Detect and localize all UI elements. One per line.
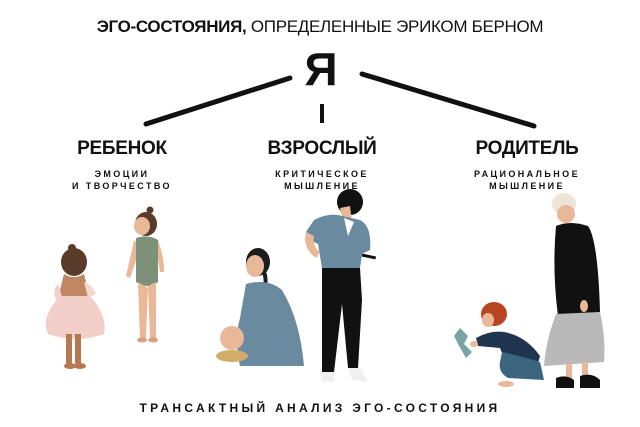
state-adult-title: ВЗРОСЛЫЙ <box>267 138 377 159</box>
connector-right <box>359 71 537 129</box>
swimsuit-girl-illustration <box>126 206 164 343</box>
title-bold: ЭГО-СОСТОЯНИЯ, <box>96 17 247 36</box>
state-child: РЕБЕНОК ЭМОЦИИ И ТВОРЧЕСТВО <box>48 138 196 192</box>
seated-woman-illustration <box>216 248 304 366</box>
state-parent-desc: РАЦИОНАЛЬНОЕ МЫШЛЕНИЕ <box>474 169 580 191</box>
title-regular: ОПРЕДЕЛЕННЫЕ ЭРИКОМ БЕРНОМ <box>250 17 544 36</box>
state-child-desc: ЭМОЦИИ И ТВОРЧЕСТВО <box>72 169 172 191</box>
page-title: ЭГО-СОСТОЯНИЯ, ОПРЕДЕЛЕННЫЕ ЭРИКОМ БЕРНО… <box>0 17 640 37</box>
state-adult-desc: КРИТИЧЕСКОЕ МЫШЛЕНИЕ <box>275 169 369 191</box>
footer-caption: ТРАНСАКТНЫЙ АНАЛИЗ ЭГО-СОСТОЯНИЯ <box>139 401 501 415</box>
state-adult: ВЗРОСЛЫЙ КРИТИЧЕСКОЕ МЫШЛЕНИЕ <box>248 138 396 192</box>
state-parent: РОДИТЕЛЬ РАЦИОНАЛЬНОЕ МЫШЛЕНИЕ <box>453 138 601 192</box>
ballerina-girl-illustration <box>45 244 105 369</box>
state-parent-title: РОДИТЕЛЬ <box>475 138 579 159</box>
self-label: Я <box>304 43 338 95</box>
kneeling-boy-illustration <box>454 302 544 387</box>
connector-left <box>143 75 293 127</box>
elderly-woman-illustration <box>544 193 605 388</box>
state-child-title: РЕБЕНОК <box>77 138 167 159</box>
standing-man-illustration <box>305 189 377 382</box>
